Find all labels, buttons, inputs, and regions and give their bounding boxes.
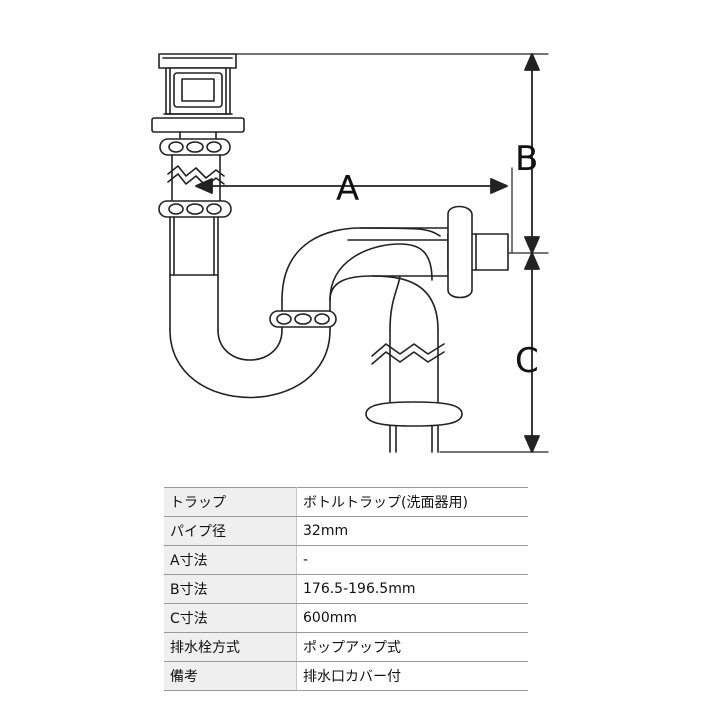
- row-value: 排水口カバー付: [296, 661, 528, 691]
- table-row: B寸法 176.5-196.5mm: [164, 574, 528, 604]
- table-row: A寸法 -: [164, 545, 528, 575]
- dimension-b-label: B: [515, 139, 538, 179]
- dimension-a-arrow: [195, 178, 508, 194]
- row-value: 600mm: [296, 603, 528, 633]
- drain-plug: [151, 53, 245, 139]
- table-row: トラップ ボトルトラップ(洗面器用): [164, 487, 528, 517]
- row-label: A寸法: [164, 545, 297, 575]
- dimension-b-arrow: [524, 53, 540, 254]
- upper-nut: [159, 138, 231, 156]
- trap-arch: [281, 227, 449, 411]
- table-row: 排水栓方式 ポップアップ式: [164, 632, 528, 662]
- row-label: トラップ: [164, 487, 297, 517]
- dimension-c-arrow: [524, 252, 540, 453]
- upper-tailpiece: [167, 154, 225, 201]
- row-value: ポップアップ式: [296, 632, 528, 662]
- lower-pipe-break: [371, 343, 445, 365]
- row-label: パイプ径: [164, 516, 297, 546]
- table-row: パイプ径 32mm: [164, 516, 528, 546]
- dimension-c-label: C: [515, 341, 539, 381]
- table-row: C寸法 600mm: [164, 603, 528, 633]
- row-label: B寸法: [164, 574, 297, 604]
- row-value: 176.5-196.5mm: [296, 574, 528, 604]
- dimension-a-label: A: [336, 169, 359, 209]
- trap-diagram: A B C: [151, 53, 549, 453]
- spec-table: トラップ ボトルトラップ(洗面器用) パイプ径 32mm A寸法 - B寸法 1…: [164, 487, 528, 691]
- row-label: 排水栓方式: [164, 632, 297, 662]
- row-label: C寸法: [164, 603, 297, 633]
- wall-outlet: [447, 205, 509, 299]
- row-value: 32mm: [296, 516, 528, 546]
- row-value: -: [296, 545, 528, 575]
- row-label: 備考: [164, 661, 297, 691]
- trap-nut: [269, 310, 337, 328]
- floor-flange: [365, 401, 463, 453]
- inlet-pipe: [169, 216, 219, 331]
- lower-nut: [158, 200, 232, 218]
- table-row: 備考 排水口カバー付: [164, 661, 528, 691]
- row-value: ボトルトラップ(洗面器用): [296, 487, 528, 517]
